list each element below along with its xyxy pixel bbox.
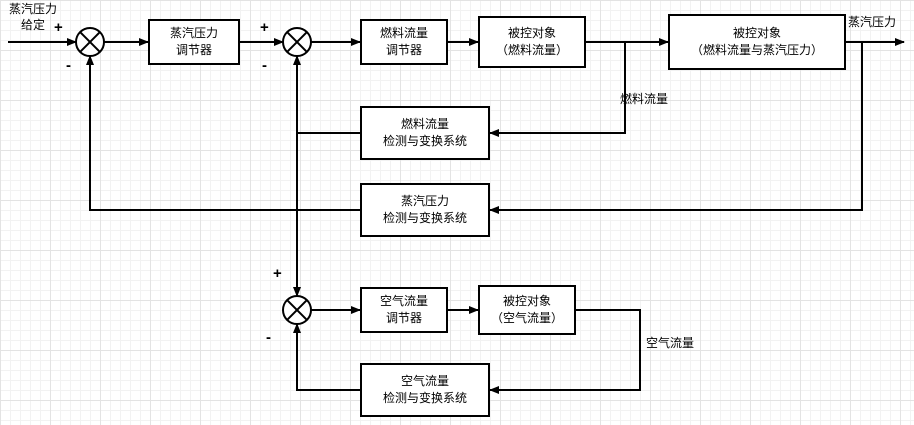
- block-fuel-flow-sensor[interactable]: 燃料流量 检测与变换系统: [360, 106, 490, 160]
- block-air-flow-regulator[interactable]: 空气流量 调节器: [360, 287, 448, 333]
- label-air-flow-signal: 空气流量: [646, 336, 695, 350]
- sum2-minus-sign: -: [262, 57, 267, 74]
- label-fuel-flow-signal: 燃料流量: [620, 92, 669, 106]
- sum3-plus-sign: +: [273, 265, 282, 282]
- wire-air-feedback-to-sum3: [293, 323, 360, 391]
- wire-steam-branch-to-sensor: [489, 42, 863, 214]
- block-steam-pressure-sensor[interactable]: 蒸汽压力 检测与变换系统: [360, 183, 490, 237]
- label-steam-pressure-setpoint: 蒸汽压力 给定: [8, 2, 57, 32]
- block-plant-air-flow[interactable]: 被控对象 （空气流量）: [478, 285, 576, 335]
- summing-junction-air-flow[interactable]: [282, 295, 312, 325]
- sum3-minus-sign: -: [266, 329, 271, 346]
- label-steam-pressure-output: 蒸汽压力: [848, 15, 897, 29]
- wire-fuel-flow-branch-to-sensor: [489, 42, 626, 137]
- block-fuel-flow-regulator[interactable]: 燃料流量 调节器: [360, 19, 448, 65]
- block-air-flow-sensor[interactable]: 空气流量 检测与变换系统: [360, 363, 490, 417]
- sum1-minus-sign: -: [66, 57, 71, 74]
- summing-junction-fuel-flow[interactable]: [282, 27, 312, 57]
- summing-junction-steam-pressure[interactable]: [75, 27, 105, 57]
- block-steam-pressure-regulator[interactable]: 蒸汽压力 调节器: [148, 19, 240, 65]
- block-plant-fuel-flow[interactable]: 被控对象 （燃料流量）: [478, 16, 586, 68]
- wire-air-flow-branch-to-sensor: [489, 309, 641, 394]
- sum2-plus-sign: +: [260, 19, 269, 36]
- block-plant-fuel-and-steam[interactable]: 被控对象 （燃料流量与蒸汽压力）: [668, 14, 846, 70]
- sum1-plus-sign: +: [54, 19, 63, 36]
- wire-steam-feedback-to-sum1: [86, 55, 360, 211]
